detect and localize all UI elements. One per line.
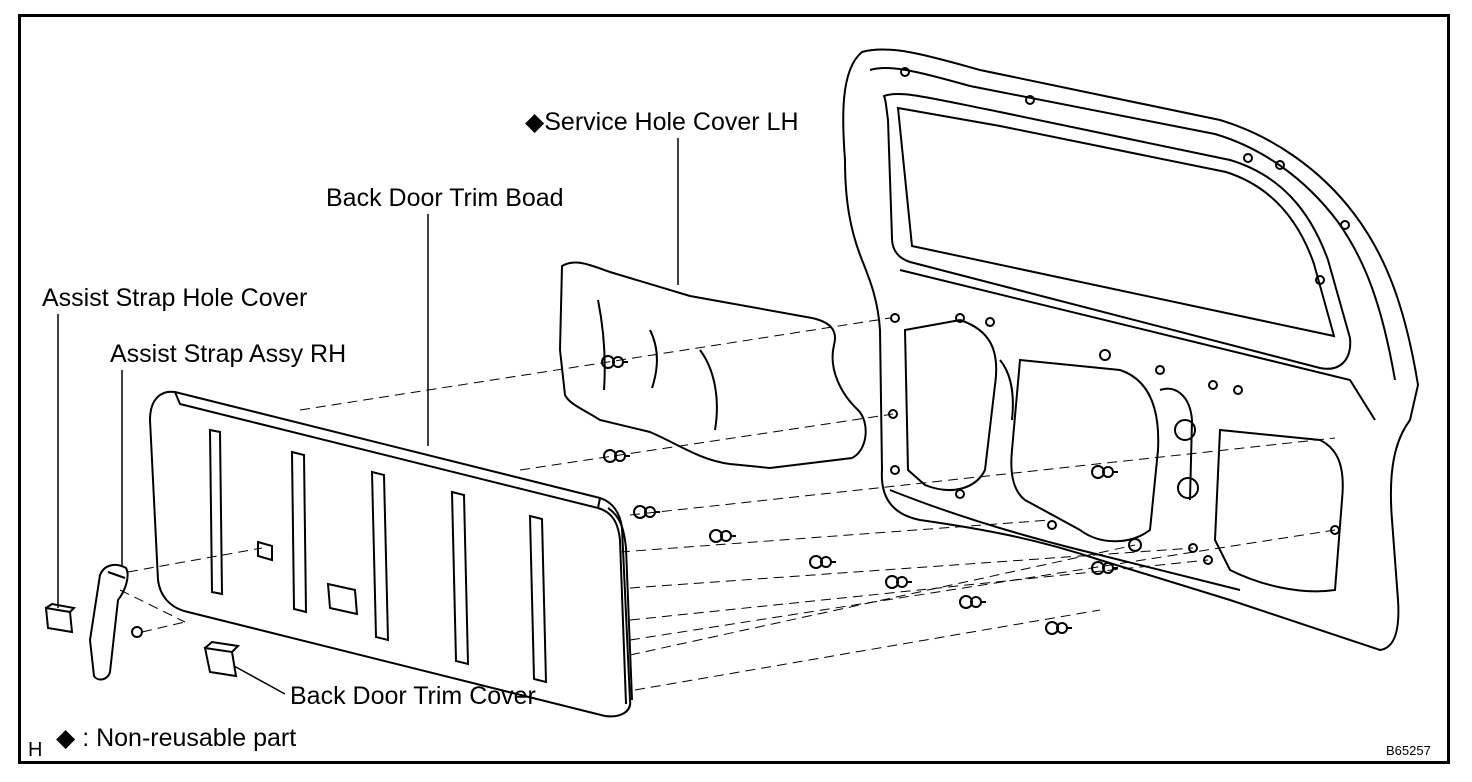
diagram-frame [18, 14, 1450, 764]
legend: ◆ : Non-reusable part [56, 726, 296, 751]
service-hole-cover-text: Service Hole Cover LH [544, 108, 799, 136]
back-door-panel [842, 48, 1420, 652]
trim-board-label: Back Door Trim Boad [326, 184, 564, 212]
legend-diamond-icon: ◆ [56, 724, 76, 752]
assembly-lines [119, 317, 1336, 691]
strap-hole-cover-shape [44, 602, 77, 634]
service-hole-cover-shape [558, 261, 867, 470]
strap-hole-cover-label: Assist Strap Hole Cover [42, 284, 308, 312]
corner-letter: H [28, 739, 43, 761]
trim-cover-shape [203, 640, 241, 678]
strap-assy-label: Assist Strap Assy RH [110, 340, 347, 368]
trim-board-shape [148, 390, 633, 718]
trim-cover-label: Back Door Trim Cover [290, 682, 536, 710]
service-hole-cover-label: ◆Service Hole Cover LH [525, 110, 799, 135]
assist-strap-shape [88, 563, 143, 681]
figure-code: B65257 [1386, 743, 1431, 758]
non-reusable-diamond-icon: ◆ [525, 108, 545, 136]
clips [601, 355, 1118, 635]
legend-text: : Non-reusable part [82, 724, 297, 752]
leader-lines [57, 138, 679, 695]
